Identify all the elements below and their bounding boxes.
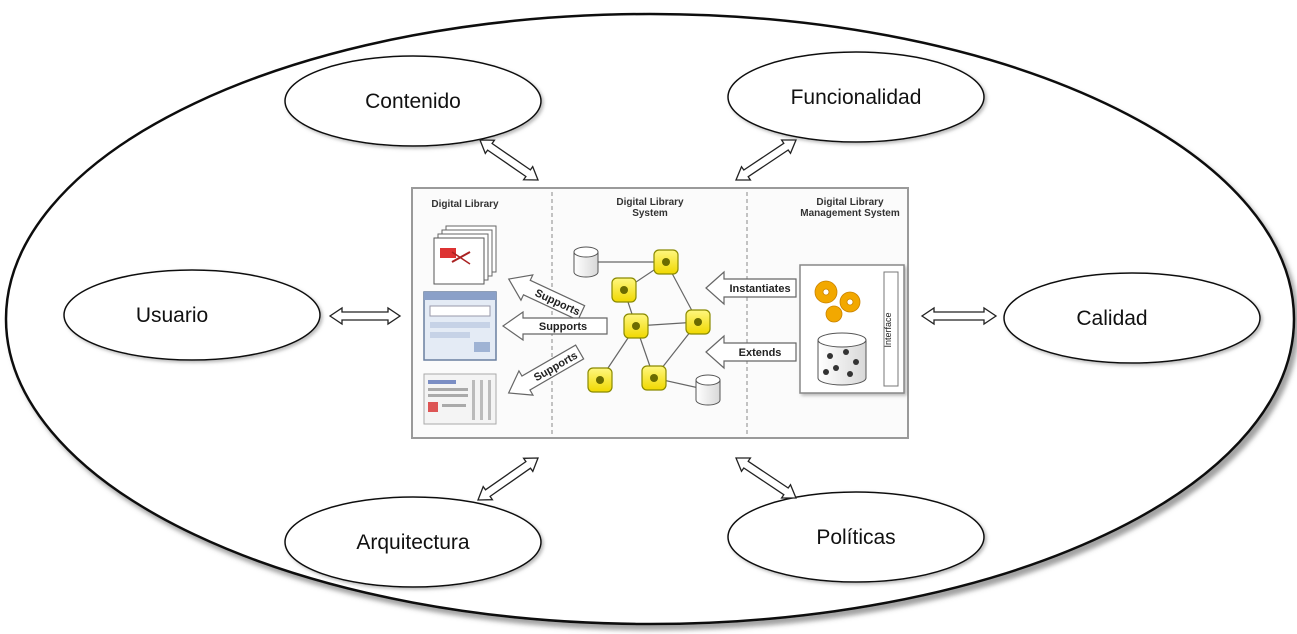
management-system-box: Interface (799, 264, 905, 394)
arrow-politicas (735, 457, 797, 499)
concept-contenido-label: Contenido (365, 90, 461, 113)
concept-funcionalidad-label: Funcionalidad (791, 86, 922, 109)
arrow-calidad (920, 306, 998, 326)
col1-title: Digital Library (431, 199, 499, 210)
service-node-dot-6 (650, 374, 658, 382)
concept-calidad-label: Calidad (1076, 307, 1147, 330)
arrow-arquitectura (477, 457, 539, 501)
service-node-dot-3 (632, 322, 640, 330)
interface-label: Interface (883, 312, 893, 347)
service-nodes (587, 249, 711, 393)
concept-contenido: Contenido (284, 55, 542, 147)
concept-politicas: Políticas (727, 491, 985, 583)
concept-politicas-label: Políticas (816, 526, 895, 549)
extends-label: Extends (739, 347, 782, 359)
service-node-dot-2 (620, 286, 628, 294)
concept-arquitectura: Arquitectura (284, 496, 542, 588)
supports-middle-label: Supports (539, 321, 587, 333)
concept-usuario: Usuario (63, 269, 321, 361)
gears-icon (814, 280, 861, 323)
service-node-dot-1 (662, 258, 670, 266)
database-cylinder-left (573, 246, 599, 278)
extends-arrow: Extends (705, 334, 797, 370)
service-node-dot-4 (694, 318, 702, 326)
arrow-funcionalidad (735, 139, 797, 181)
database-icon (817, 332, 867, 386)
document-list-icon (423, 373, 497, 425)
instantiates-arrow: Instantiates (705, 270, 797, 306)
col3-title-line1: Digital Library (816, 197, 884, 208)
web-interface-icon (423, 291, 497, 361)
document-stack-icon (433, 225, 497, 285)
col3-title-line2: Management System (800, 208, 900, 219)
col2-title-line2: System (632, 208, 668, 219)
connector-arrows (328, 139, 998, 501)
arrow-contenido (479, 139, 539, 181)
instantiates-label: Instantiates (729, 283, 790, 295)
arrow-usuario (328, 306, 402, 326)
database-cylinder-right (695, 374, 721, 406)
concept-usuario-label: Usuario (136, 304, 208, 327)
col2-title-line1: Digital Library (616, 197, 684, 208)
concept-calidad: Calidad (1003, 272, 1261, 364)
supports-arrow-middle: Supports (501, 310, 608, 342)
service-node-dot-5 (596, 376, 604, 384)
concept-funcionalidad: Funcionalidad (727, 51, 985, 143)
concept-arquitectura-label: Arquitectura (356, 531, 470, 554)
core-diagram: Digital Library Digital Library System D… (411, 187, 909, 439)
